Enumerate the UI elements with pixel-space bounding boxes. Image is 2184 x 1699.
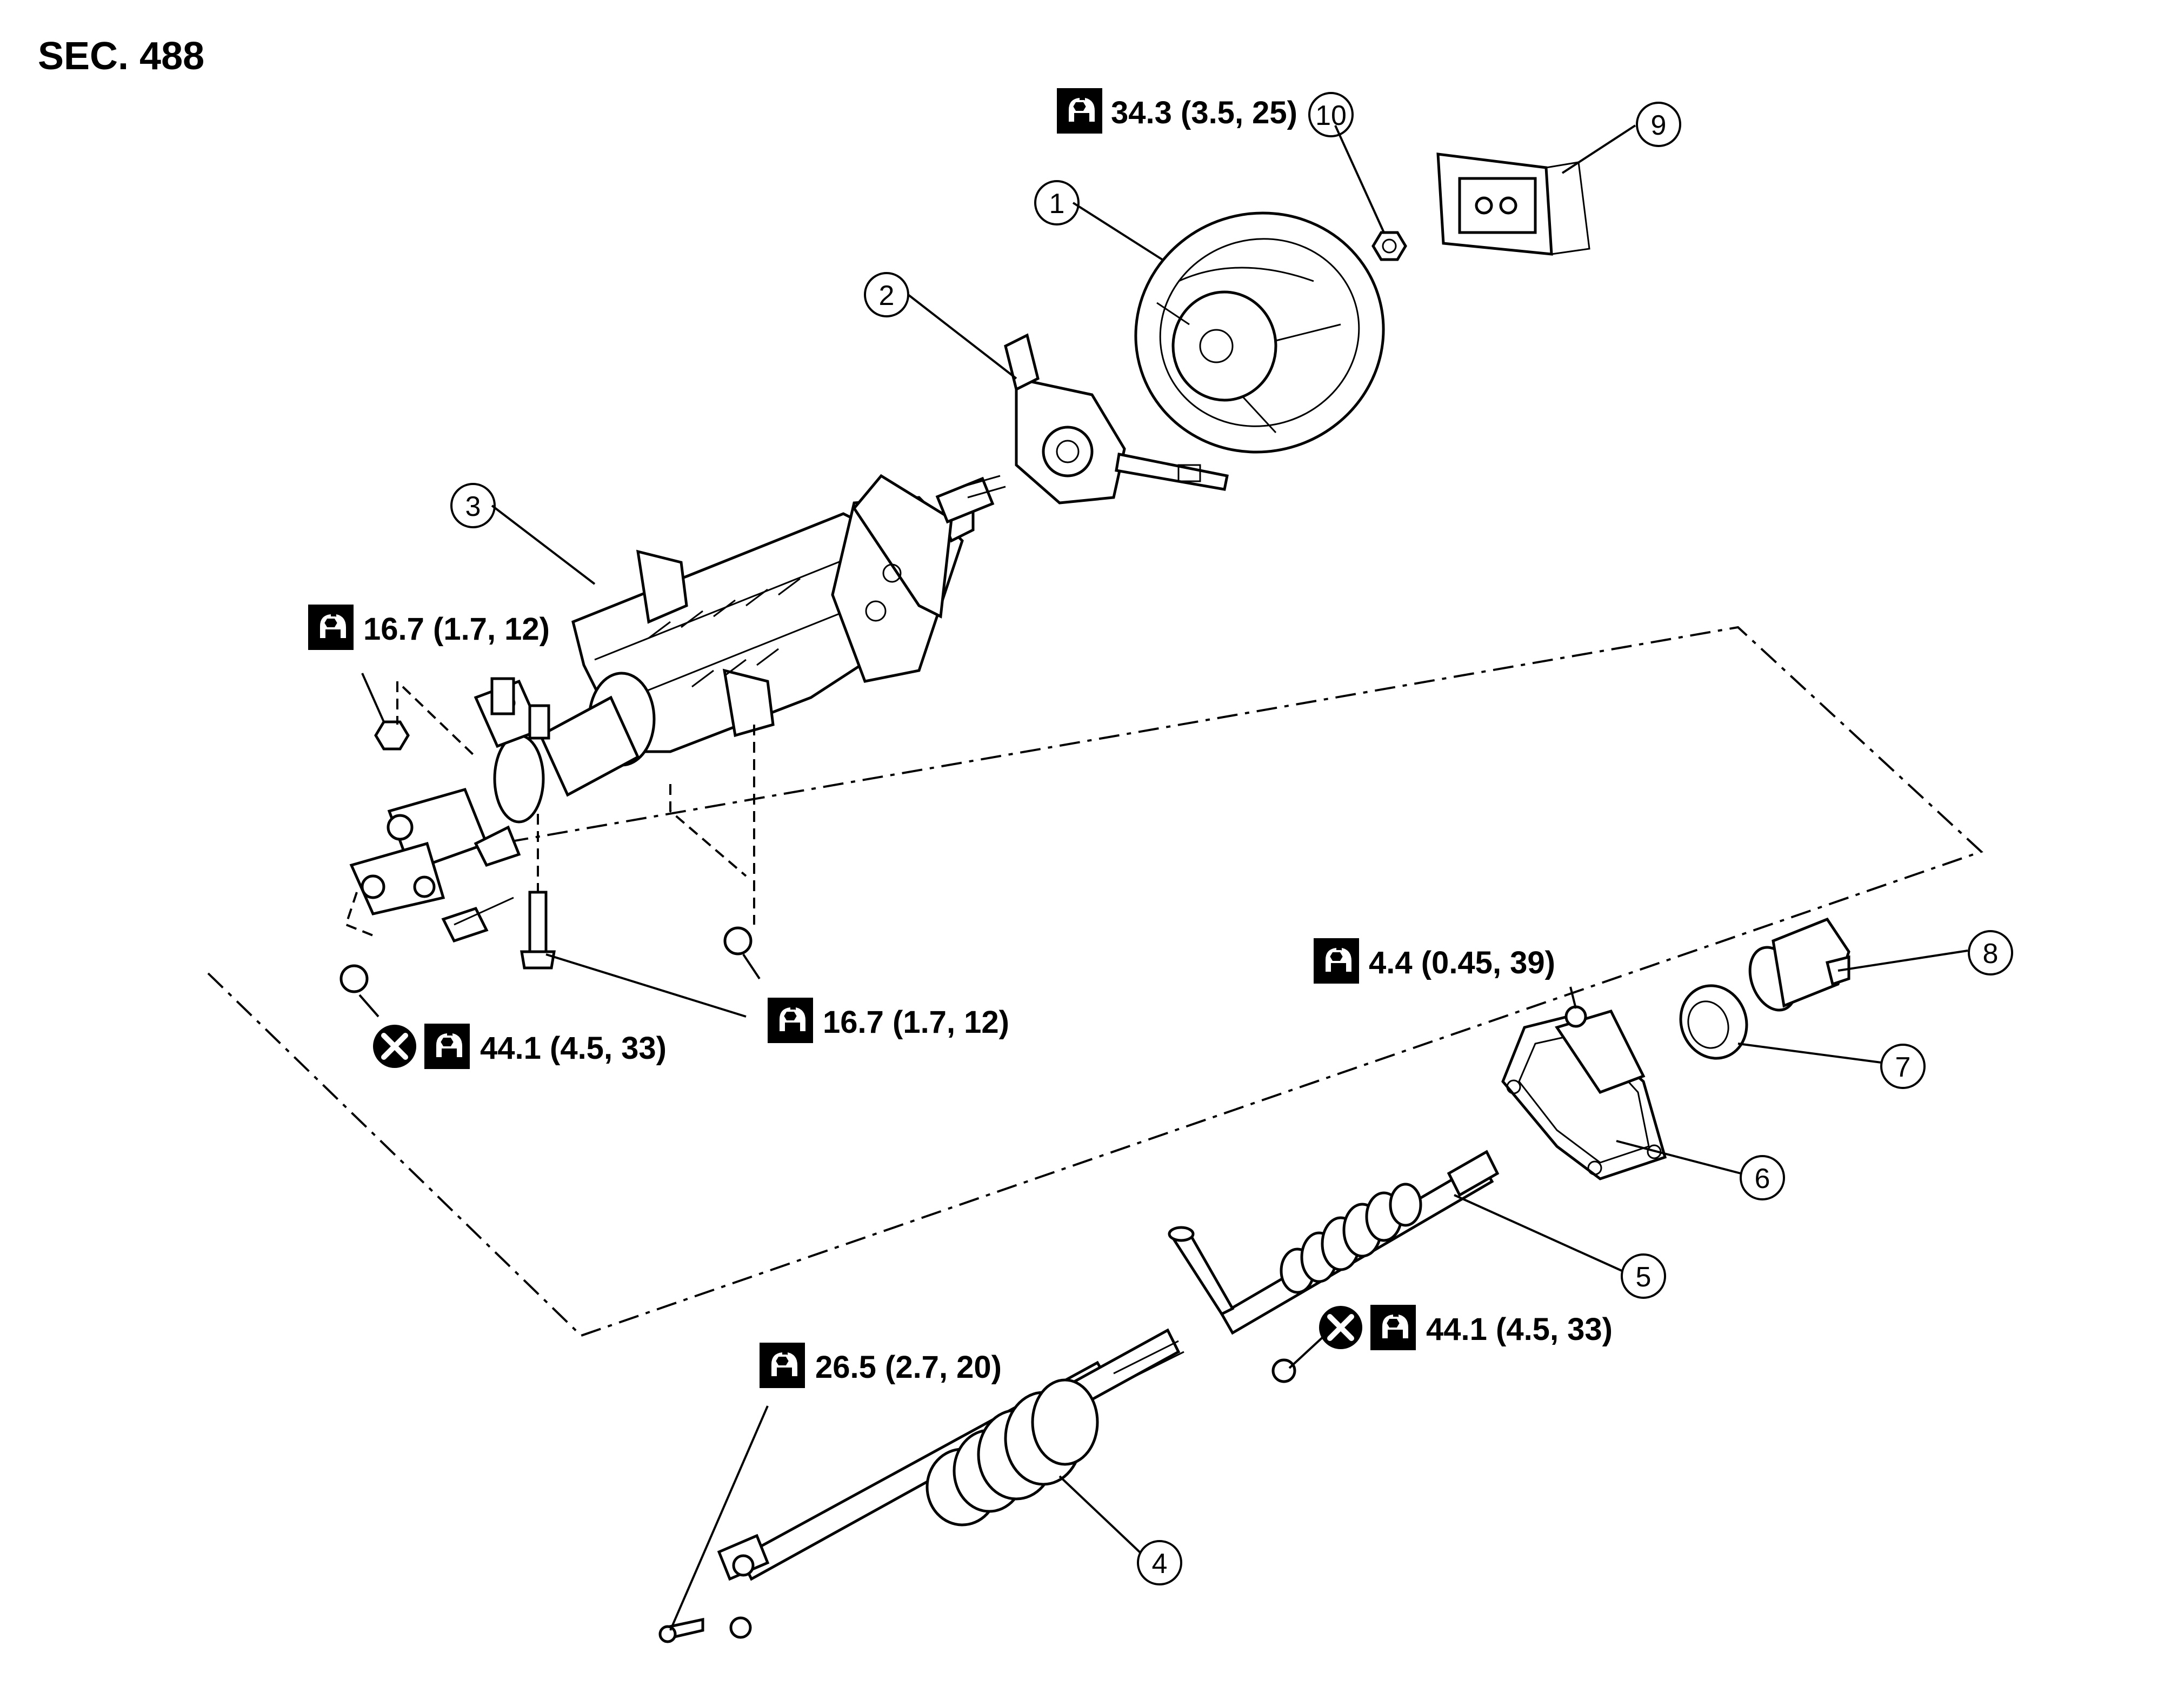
callout-number: 9 (1651, 110, 1667, 141)
non-reusable-icon (373, 1025, 416, 1068)
callout-number: 1 (1049, 188, 1065, 220)
callout-7: 7 (1880, 1044, 1926, 1089)
torque-spec-joint-nut: 44.1 (4.5, 33) (373, 1024, 667, 1069)
torque-wrench-inch-icon (1313, 937, 1360, 985)
steering-wheel (1134, 211, 1385, 454)
torque-value: 44.1 (4.5, 33) (1426, 1312, 1613, 1347)
torque-value: 26.5 (2.7, 20) (815, 1350, 1002, 1385)
section-label: SEC. 488 (38, 35, 204, 78)
torque-wrench-icon (307, 603, 355, 651)
callout-2: 2 (864, 272, 909, 317)
callout-number: 10 (1315, 100, 1347, 131)
torque-wrench-icon (1369, 1304, 1417, 1351)
torque-spec-shaft-nut: 44.1 (4.5, 33) (1319, 1305, 1613, 1350)
torque-wrench-icon (1056, 87, 1103, 135)
torque-value: 34.3 (3.5, 25) (1111, 95, 1297, 130)
callout-10: 10 (1308, 92, 1354, 137)
torque-value: 44.1 (4.5, 33) (480, 1031, 667, 1066)
torque-spec-column-lower-bolts: 16.7 (1.7, 12) (767, 997, 1009, 1044)
callout-number: 3 (465, 491, 481, 522)
hole-cover (1501, 1010, 1667, 1180)
torque-spec-lower-shaft-bolt: 26.5 (2.7, 20) (758, 1342, 1002, 1389)
steering-column (474, 474, 1006, 824)
callout-number: 7 (1895, 1052, 1911, 1083)
assembly-boundary (207, 626, 1983, 1337)
alignment-lines (344, 681, 755, 937)
callout-5: 5 (1621, 1253, 1666, 1299)
column-cover (1436, 152, 1590, 256)
torque-value: 16.7 (1.7, 12) (363, 612, 550, 647)
torque-wrench-icon (767, 997, 814, 1044)
callout-number: 6 (1755, 1163, 1770, 1194)
collar (1748, 917, 1850, 1012)
leader-lines (358, 124, 1968, 1631)
callout-9: 9 (1636, 102, 1681, 147)
torque-spec-steering-wheel-nut: 34.3 (3.5, 25) (1056, 87, 1297, 135)
callout-number: 4 (1152, 1548, 1168, 1579)
torque-value: 16.7 (1.7, 12) (823, 1005, 1009, 1040)
torque-spec-hole-cover-nut: 4.4 (0.45, 39) (1313, 937, 1555, 985)
seal-ring (1679, 984, 1748, 1060)
torque-wrench-icon (758, 1342, 806, 1389)
callout-6: 6 (1740, 1155, 1785, 1200)
callout-number: 5 (1636, 1262, 1652, 1293)
mounting-bolts (339, 677, 1587, 1028)
torque-wrench-icon (423, 1023, 471, 1070)
lower-shaft (658, 1328, 1184, 1643)
universal-joint (349, 787, 521, 943)
callout-3: 3 (450, 483, 496, 528)
callout-number: 8 (1983, 938, 1999, 970)
callout-1: 1 (1034, 180, 1080, 225)
callout-8: 8 (1968, 930, 2013, 975)
intermediate-shaft (1168, 1150, 1500, 1383)
torque-spec-column-upper-nut: 16.7 (1.7, 12) (307, 603, 550, 651)
callout-number: 2 (879, 280, 895, 311)
torque-value: 4.4 (0.45, 39) (1369, 945, 1555, 980)
callout-4: 4 (1137, 1540, 1182, 1585)
non-reusable-icon (1319, 1306, 1362, 1349)
steering-wheel-nut (1371, 231, 1407, 261)
